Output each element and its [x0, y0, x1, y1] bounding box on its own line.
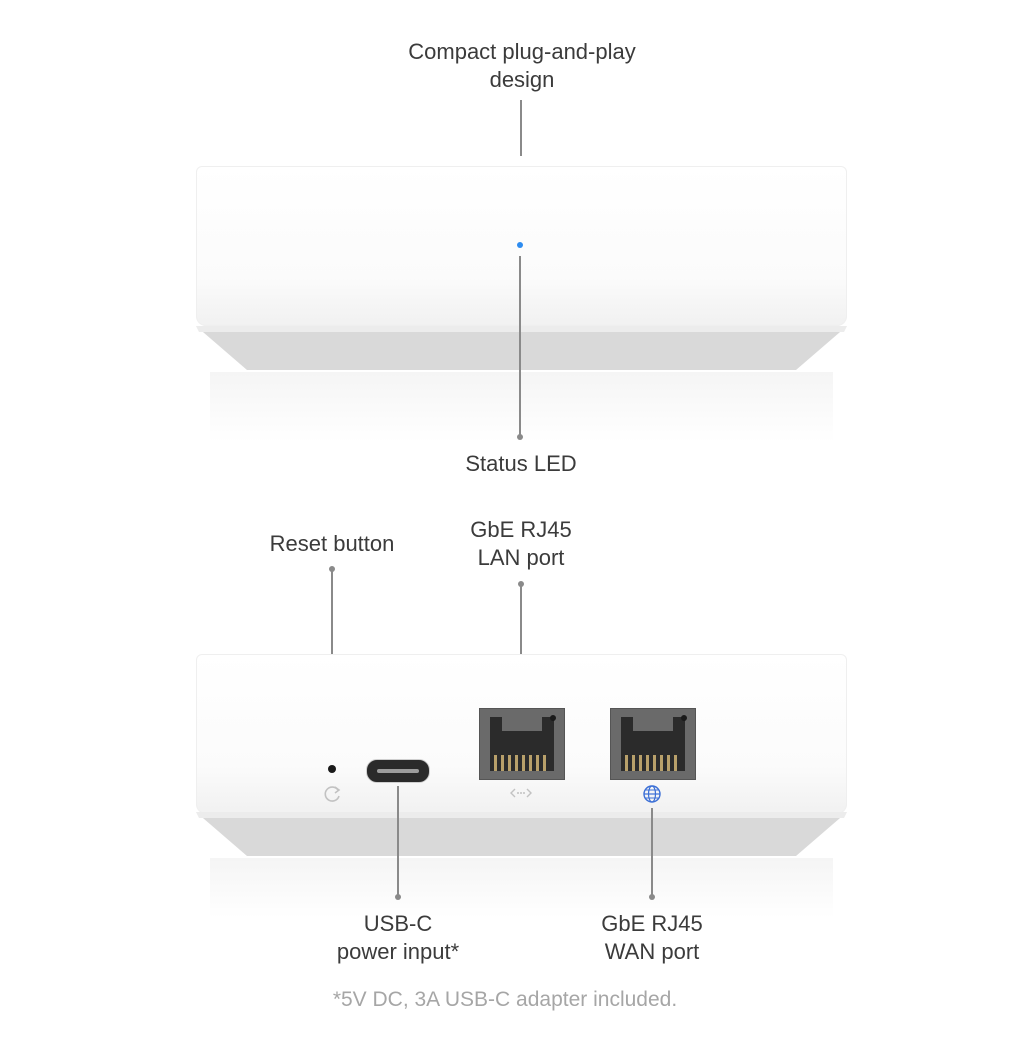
device-back-reflection	[210, 858, 833, 918]
reset-pinhole[interactable]	[328, 765, 336, 773]
device-front-reflection	[210, 372, 833, 442]
wan-label-line1: GbE RJ45	[601, 911, 703, 936]
wan-port-tab	[633, 717, 673, 731]
usbc-leader-dot	[395, 894, 401, 900]
compact-label-line2: design	[489, 67, 555, 92]
compact-leader-line	[520, 100, 522, 156]
reset-arrow-icon	[324, 786, 341, 802]
globe-icon	[643, 785, 661, 803]
lan-label-line1: GbE RJ45	[470, 517, 572, 542]
compact-label: Compact plug-and-play design	[360, 38, 684, 94]
status-led-label: Status LED	[465, 451, 577, 476]
wan-leader-line	[651, 808, 653, 896]
usbc-label-line2: power input*	[336, 939, 460, 964]
reset-label: Reset button	[269, 531, 395, 556]
status-led-leader-line	[519, 256, 521, 436]
lan-port[interactable]	[479, 708, 565, 780]
wan-port-pins	[625, 755, 681, 771]
wan-port-led	[681, 715, 687, 721]
wan-leader-dot	[649, 894, 655, 900]
lan-label-line2: LAN port	[477, 545, 565, 570]
usbc-port[interactable]	[366, 759, 430, 783]
usbc-tongue	[377, 769, 419, 773]
lan-port-pins	[494, 755, 550, 771]
compact-label-line1: Compact plug-and-play	[408, 39, 636, 64]
usbc-label-line1: USB-C	[363, 911, 433, 936]
lan-leader-dot	[518, 581, 524, 587]
wan-label: GbE RJ45 WAN port	[550, 910, 754, 966]
lan-port-tab	[502, 717, 542, 731]
reset-leader-dot	[329, 566, 335, 572]
footnote: *5V DC, 3A USB-C adapter included.	[332, 988, 678, 1011]
lan-leader-line	[520, 585, 522, 695]
wan-label-line2: WAN port	[604, 939, 700, 964]
device-back-base	[196, 812, 847, 856]
usbc-leader-line	[397, 786, 399, 896]
lan-label: GbE RJ45 LAN port	[420, 516, 622, 572]
status-led	[517, 242, 523, 248]
lan-arrows-icon	[510, 788, 532, 798]
usbc-label: USB-C power input*	[296, 910, 500, 966]
device-front-base	[196, 326, 847, 370]
status-led-leader-dot	[517, 434, 523, 440]
lan-port-led	[550, 715, 556, 721]
wan-port[interactable]	[610, 708, 696, 780]
